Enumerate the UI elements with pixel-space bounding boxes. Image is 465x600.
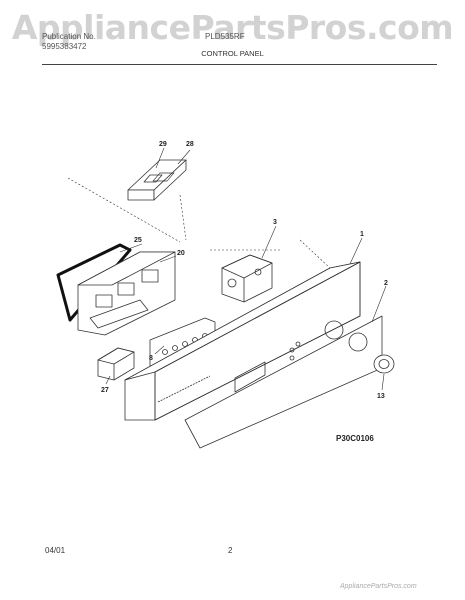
section-title: CONTROL PANEL bbox=[201, 49, 264, 58]
part-label-25: 25 bbox=[134, 237, 142, 244]
part-label-27: 27 bbox=[101, 387, 109, 394]
part-27-latch bbox=[97, 347, 135, 381]
publication-info: Publication No. 5995383472 bbox=[42, 32, 96, 52]
part-label-2: 2 bbox=[384, 280, 388, 287]
part-13-knob bbox=[373, 354, 395, 374]
part-label-29: 29 bbox=[159, 141, 167, 148]
publication-number: 5995383472 bbox=[42, 42, 87, 51]
part-label-8: 8 bbox=[149, 355, 153, 362]
reference-code: P30C0106 bbox=[336, 434, 374, 443]
page-number: 2 bbox=[228, 546, 233, 555]
part-label-13: 13 bbox=[377, 393, 385, 400]
part-label-3: 3 bbox=[273, 219, 277, 226]
publication-label: Publication No. bbox=[42, 32, 96, 41]
part-1-control-panel bbox=[124, 261, 361, 421]
part-label-20: 20 bbox=[177, 250, 185, 257]
header-rule bbox=[42, 64, 437, 65]
footer-date: 04/01 bbox=[45, 546, 66, 555]
part-label-1: 1 bbox=[360, 231, 364, 238]
part-label-28: 28 bbox=[186, 141, 194, 148]
part-20-detergent-housing bbox=[77, 251, 176, 336]
footer-watermark: AppliancePartsPros.com bbox=[340, 583, 417, 590]
part-25-gasket bbox=[56, 243, 132, 322]
watermark-logo: AppliancePartsPros.com bbox=[11, 8, 454, 47]
part-29-28-bracket bbox=[127, 159, 187, 201]
part-3-timer bbox=[221, 254, 273, 303]
model-number: PLD535RF bbox=[205, 32, 245, 41]
